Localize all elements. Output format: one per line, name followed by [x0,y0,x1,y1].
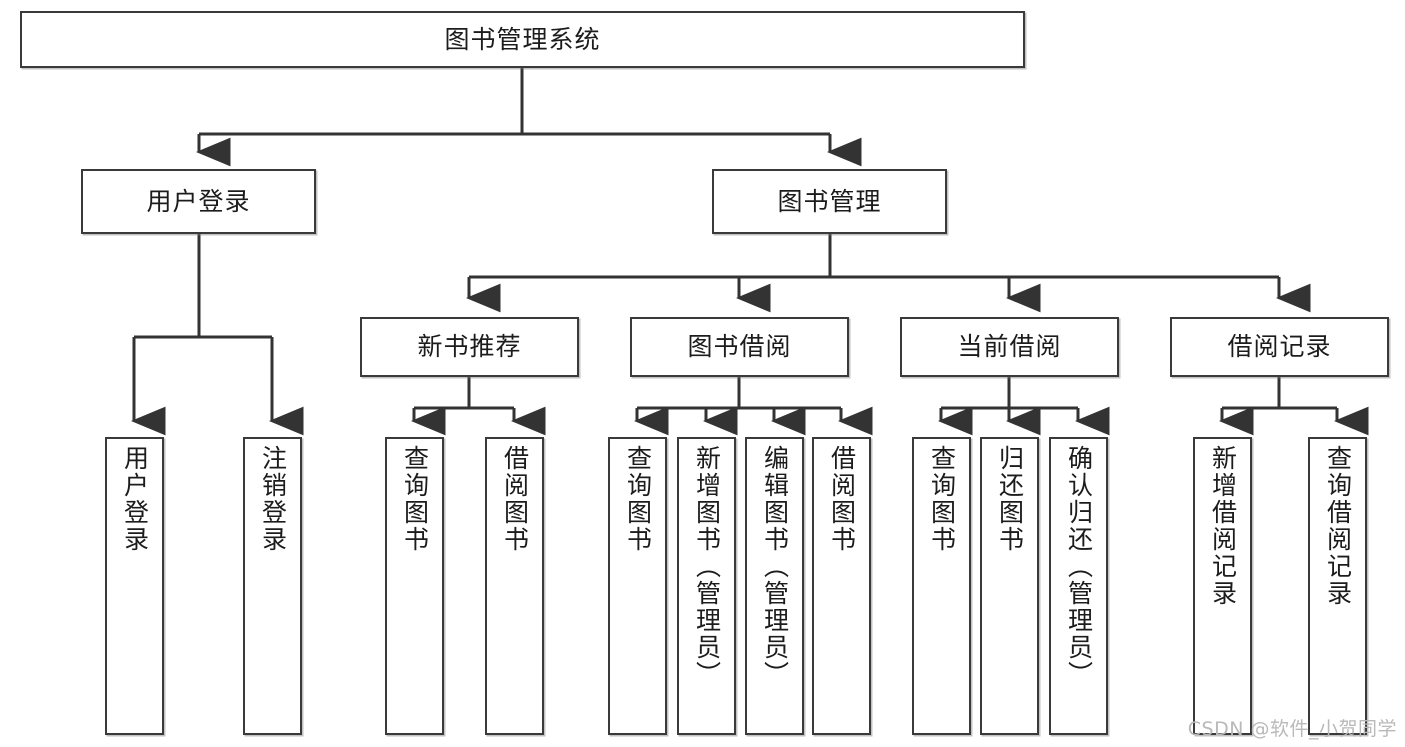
node-user-login[interactable]: 用户登录 [81,169,316,234]
leaf-borrow-borrow-book[interactable]: 借阅图书 [812,437,871,735]
leaf-borrow-query-book[interactable]: 查询图书 [608,437,667,735]
leaf-label: 确认归还（管理员） [1064,445,1094,688]
leaf-label: 编辑图书（管理员） [760,445,790,688]
node-borrow-record[interactable]: 借阅记录 [1170,317,1389,377]
leaf-label: 注销登录 [258,445,288,553]
leaf-label: 新增图书（管理员） [692,445,722,688]
leaf-label: 借阅图书 [500,445,530,553]
node-book-management[interactable]: 图书管理 [712,169,947,234]
leaf-label: 查询借阅记录 [1323,445,1353,607]
node-book-borrow[interactable]: 图书借阅 [630,317,849,377]
leaf-label: 查询图书 [927,445,957,553]
leaf-current-query-book[interactable]: 查询图书 [912,437,971,735]
leaf-current-confirm-return-admin[interactable]: 确认归还（管理员） [1049,437,1108,735]
leaf-current-return-book[interactable]: 归还图书 [980,437,1039,735]
leaf-recommend-borrow-book[interactable]: 借阅图书 [485,437,544,735]
leaf-borrow-edit-book-admin[interactable]: 编辑图书（管理员） [745,437,804,735]
node-root-system[interactable]: 图书管理系统 [20,11,1025,68]
leaf-user-login-signout[interactable]: 注销登录 [243,437,302,735]
leaf-borrow-add-book-admin[interactable]: 新增图书（管理员） [677,437,736,735]
leaf-label: 新增借阅记录 [1208,445,1238,607]
leaf-record-query-record[interactable]: 查询借阅记录 [1308,437,1367,735]
leaf-label: 用户登录 [120,445,150,553]
leaf-label: 借阅图书 [827,445,857,553]
leaf-record-add-record[interactable]: 新增借阅记录 [1193,437,1252,735]
watermark-csdn: CSDN @软件_小贺同学 [1187,718,1397,740]
leaf-label: 查询图书 [400,445,430,553]
leaf-label: 查询图书 [623,445,653,553]
node-current-borrow[interactable]: 当前借阅 [900,317,1119,377]
leaf-user-login-signin[interactable]: 用户登录 [105,437,164,735]
leaf-label: 归还图书 [995,445,1025,553]
node-new-book-recommend[interactable]: 新书推荐 [360,317,579,377]
leaf-recommend-query-book[interactable]: 查询图书 [385,437,444,735]
